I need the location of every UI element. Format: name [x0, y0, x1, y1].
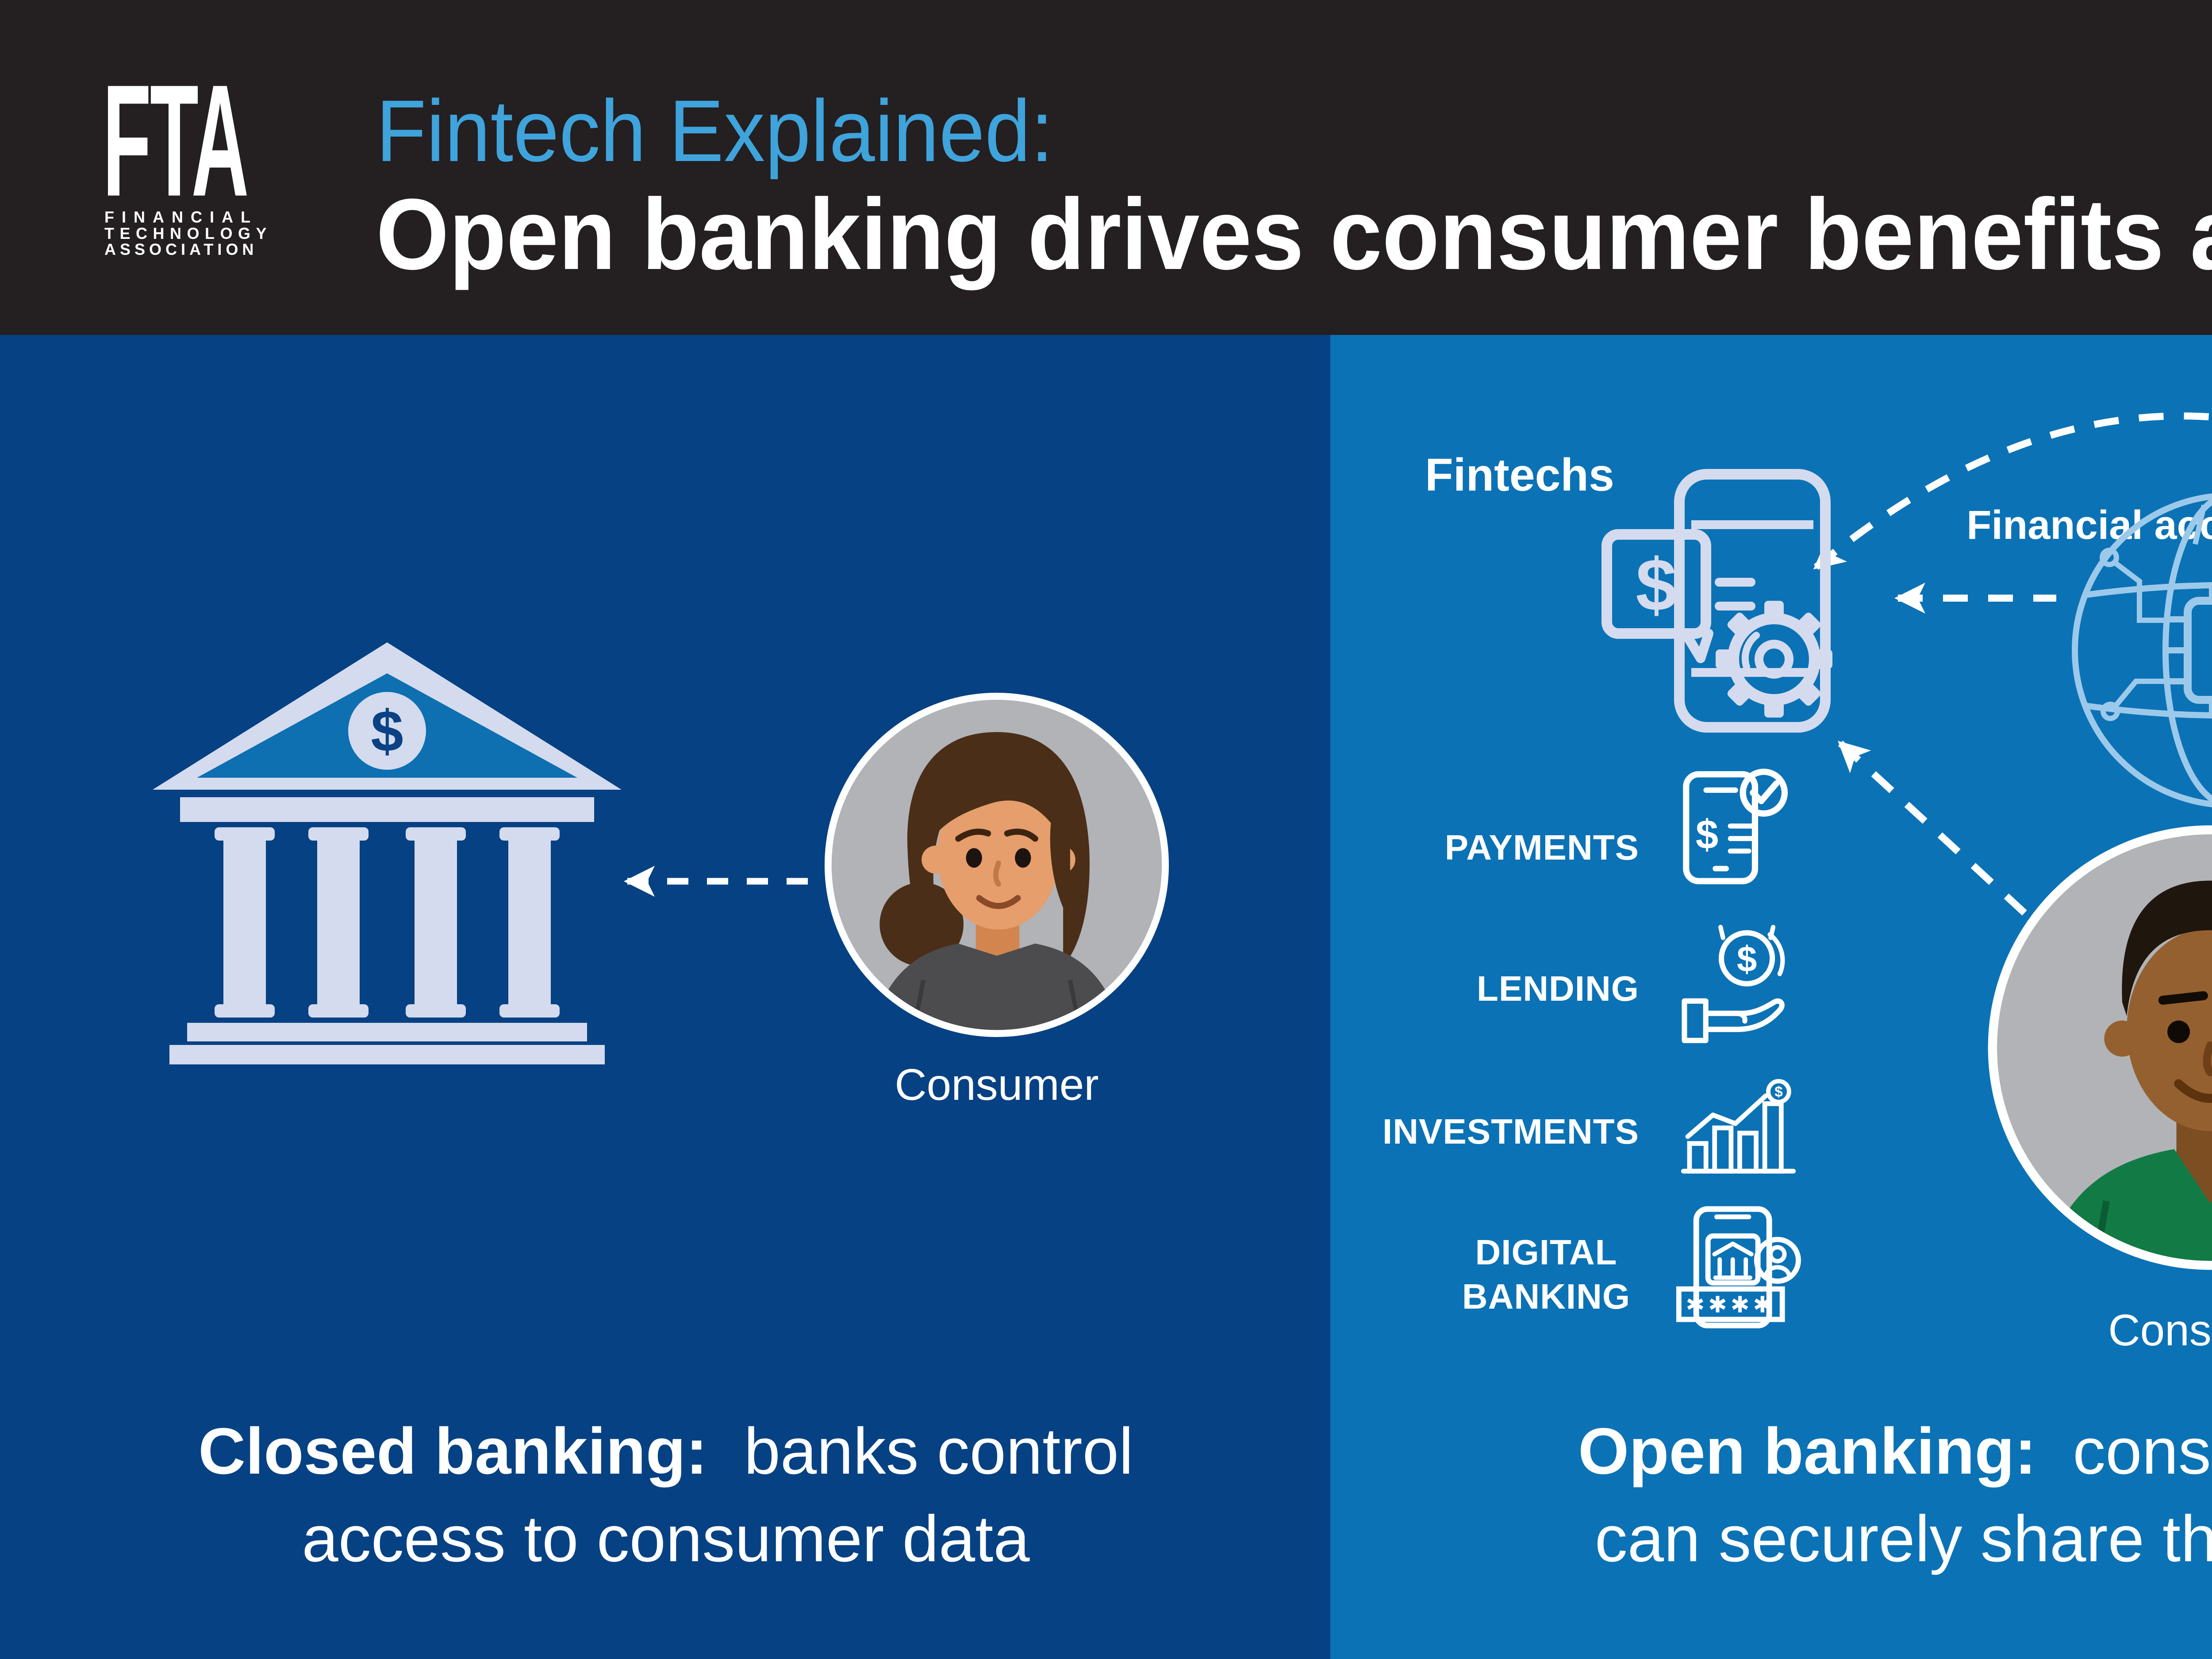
- password-field: [1676, 1286, 1785, 1322]
- open-banking-arrows-layer: [1813, 412, 2212, 963]
- caption-line-1: Closed banking: banks control: [146, 1408, 1186, 1495]
- fta-logo: FTA: [103, 52, 249, 230]
- consumer-avatar-man: [1988, 825, 2212, 1270]
- dollar-icon: $: [1737, 939, 1757, 979]
- page-title: Open banking drives consumer benefits an…: [376, 178, 2212, 291]
- consumer-label: Consumer: [895, 1060, 1099, 1110]
- caption-rest: banks control: [707, 1415, 1133, 1488]
- bank-building-icon: $: [153, 642, 622, 1064]
- caption-bold: Closed banking:: [198, 1415, 708, 1488]
- hand-icon: [1703, 998, 1785, 1032]
- network-globe-chip-icon: $: [2072, 493, 2212, 807]
- consumer-label: Consumer: [2108, 1306, 2212, 1355]
- closed-banking-arrows-layer: [624, 866, 900, 897]
- password-mask: ✱✱✱✱: [1686, 1292, 1775, 1317]
- dollar-icon: $: [1774, 1084, 1783, 1100]
- dollar-icon: $: [1696, 811, 1718, 857]
- logo-subline-technology: TECHNOLOGY: [104, 224, 273, 242]
- investments-chart-icon: $: [1681, 1079, 1796, 1174]
- payments-phone-check-icon: $: [1683, 768, 1788, 884]
- investments-label: INVESTMENTS: [1382, 1112, 1639, 1151]
- digital-banking-phone-icon: ✱✱✱✱: [1676, 1206, 1801, 1329]
- check-circle-icon: [1740, 768, 1788, 817]
- consumer-avatar-woman: [824, 692, 1169, 1037]
- chip-icon: [2184, 597, 2212, 704]
- lending-coin-hand-icon: $: [1682, 925, 1785, 1043]
- circuit-traces: [2100, 548, 2167, 721]
- dollar-icon: $: [1636, 543, 1677, 626]
- dashed-arrow-fintechs-consumer: [1838, 741, 2078, 963]
- dollar-circle: [348, 692, 426, 770]
- gear-icon: [1716, 601, 1832, 718]
- fintech-app-phone-gear-icon: $: [1601, 469, 1832, 733]
- fta-logo-subtitle: FINANCIAL TECHNOLOGY ASSOCIATION: [104, 209, 272, 258]
- fintechs-label: Fintechs: [1425, 449, 1614, 501]
- lending-label: LENDING: [1477, 969, 1639, 1008]
- open-banking-panel: Fintechs Financial access network Banks …: [1330, 335, 2212, 1659]
- caption-line-2: can securely share their financial data: [1594, 1502, 2212, 1575]
- caption-line-2: access to consumer data: [302, 1502, 1030, 1575]
- closed-banking-panel: $: [0, 335, 1330, 1659]
- logo-subline-financial: FINANCIAL: [104, 208, 258, 226]
- logo-subline-association: ASSOCIATION: [104, 240, 258, 258]
- mini-bank-icon: [1712, 1241, 1754, 1280]
- caption-line-1: Open banking: consumers control and: [1578, 1408, 2212, 1495]
- caption-bold: Open banking:: [1578, 1415, 2036, 1488]
- user-badge-icon: [1754, 1237, 1801, 1284]
- open-banking-caption: Open banking: consumers control and can …: [1578, 1408, 2212, 1583]
- caption-rest: consumers control and: [2073, 1415, 2212, 1488]
- growth-line: [1685, 1093, 1768, 1139]
- page-title-accent: Fintech Explained:: [376, 82, 1054, 180]
- digital-banking-label: DIGITAL BANKING: [1462, 1233, 1631, 1316]
- payments-label: PAYMENTS: [1444, 828, 1639, 867]
- header-bar: FTA FINANCIAL TECHNOLOGY ASSOCIATION Fin…: [0, 0, 2212, 335]
- dollar-icon: $: [2211, 612, 2212, 687]
- bank-columns: [215, 827, 560, 1018]
- dollar-icon: $: [371, 699, 403, 764]
- closed-banking-caption: Closed banking: banks control access to …: [146, 1408, 1186, 1583]
